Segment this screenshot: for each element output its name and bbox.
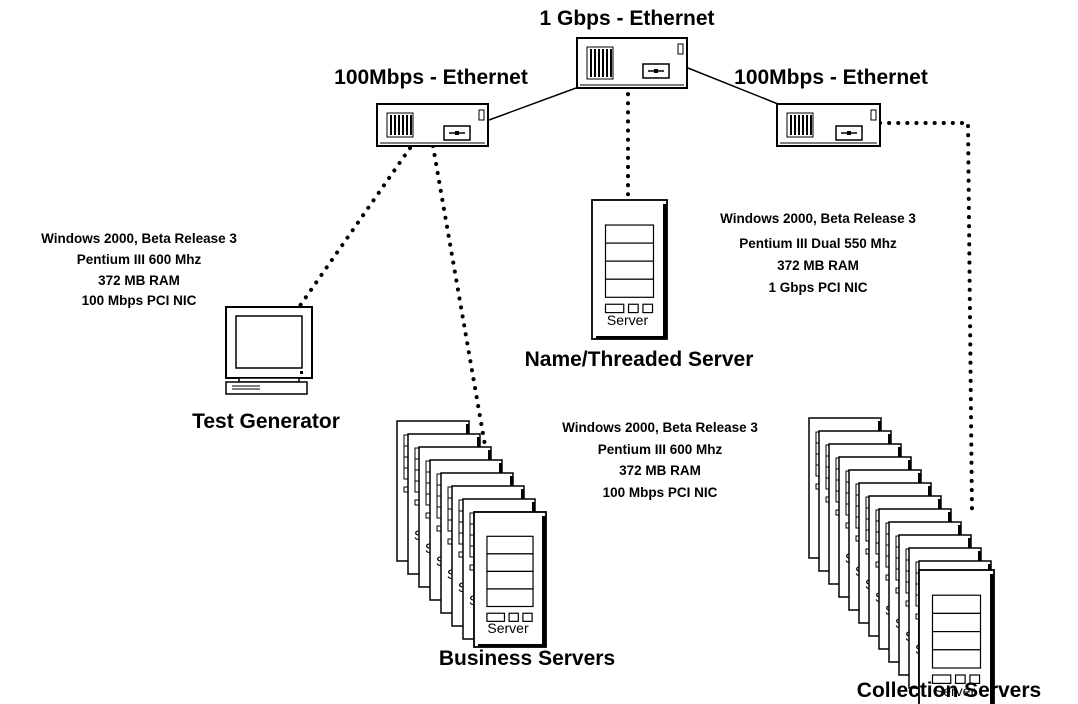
spec-line: 1 Gbps PCI NIC xyxy=(768,280,867,295)
name-server-specs: Windows 2000, Beta Release 3 Pentium III… xyxy=(720,211,916,295)
link-business-servers xyxy=(431,144,492,476)
spec-line: 372 MB RAM xyxy=(619,463,701,478)
name-server-icon: Server xyxy=(591,199,668,340)
test-generator-specs: Windows 2000, Beta Release 3 Pentium III… xyxy=(41,231,237,308)
collection-servers-label: Collection Servers xyxy=(857,679,1041,702)
business-servers-specs: Windows 2000, Beta Release 3 Pentium III… xyxy=(562,420,758,500)
hub-label-left: 100Mbps - Ethernet xyxy=(334,66,528,89)
server-text: Server xyxy=(487,620,529,636)
spec-line: Pentium III 600 Mhz xyxy=(598,442,723,457)
switch-100mbps-right-icon xyxy=(776,103,881,147)
spec-line: Pentium III 600 Mhz xyxy=(77,252,202,267)
spec-line: Pentium III Dual 550 Mhz xyxy=(739,236,897,251)
dotted-links xyxy=(295,83,974,514)
spec-line: 372 MB RAM xyxy=(98,273,180,288)
test-generator-icon xyxy=(225,306,313,395)
ethernet-links xyxy=(488,67,779,121)
business-servers-icon: SSSSSSServer xyxy=(396,420,547,648)
link-left-center xyxy=(488,87,577,121)
spec-line: 100 Mbps PCI NIC xyxy=(82,293,197,308)
link-center-right xyxy=(687,67,779,105)
collection-servers-icon: SSSSSSSSSServer xyxy=(808,417,995,704)
switch-1gbps-icon xyxy=(576,37,688,89)
spec-line: Windows 2000, Beta Release 3 xyxy=(562,420,758,435)
test-generator-label: Test Generator xyxy=(192,410,340,433)
server-text: Server xyxy=(607,312,649,328)
spec-line: 100 Mbps PCI NIC xyxy=(603,485,718,500)
link-collection-servers xyxy=(878,121,974,514)
business-servers-label: Business Servers xyxy=(439,647,615,670)
link-test-generator xyxy=(295,146,412,312)
hub-label-center: 1 Gbps - Ethernet xyxy=(539,7,714,30)
hub-label-right: 100Mbps - Ethernet xyxy=(734,66,928,89)
server-text: Server xyxy=(934,683,976,699)
switch-100mbps-left-icon xyxy=(376,103,489,147)
spec-line: 372 MB RAM xyxy=(777,258,859,273)
name-server-label: Name/Threaded Server xyxy=(525,348,754,371)
spec-line: Windows 2000, Beta Release 3 xyxy=(41,231,237,246)
spec-line: Windows 2000, Beta Release 3 xyxy=(720,211,916,226)
